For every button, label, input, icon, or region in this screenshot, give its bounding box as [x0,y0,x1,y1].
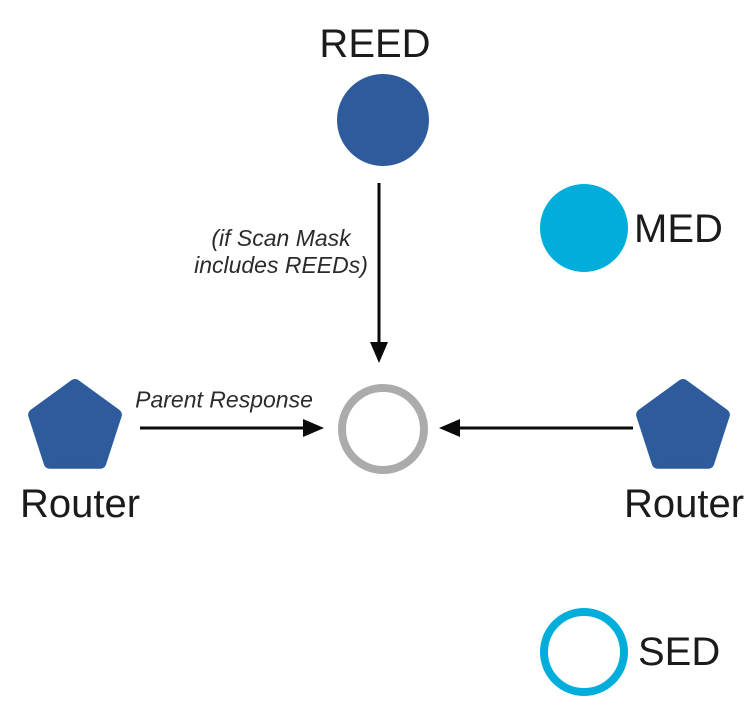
router-right-node-label: Router [623,482,745,526]
router-right-to-center-arrow [439,419,633,437]
parent-response-label: Parent Response [135,386,313,413]
scan-mask-note-line1: (if Scan Mask [211,225,351,251]
med-node-label: MED [634,207,723,251]
scan-mask-note: (if Scan Mask includes REEDs) [194,225,368,279]
router-left-pentagon-icon [28,379,122,469]
reed-to-center-arrow [370,183,388,363]
scan-mask-note-line2: includes REEDs) [194,252,368,278]
reed-node-circle-icon [337,74,429,166]
center-node-circle-icon [338,384,428,474]
router-left-node-label: Router [19,482,141,526]
router-right-pentagon-icon [636,379,730,469]
reed-node-label: REED [319,22,431,66]
sed-node-label: SED [638,630,721,674]
parent-response-arrow [140,419,324,437]
med-node-circle-icon [540,184,628,272]
sed-node-circle-icon [540,608,628,696]
